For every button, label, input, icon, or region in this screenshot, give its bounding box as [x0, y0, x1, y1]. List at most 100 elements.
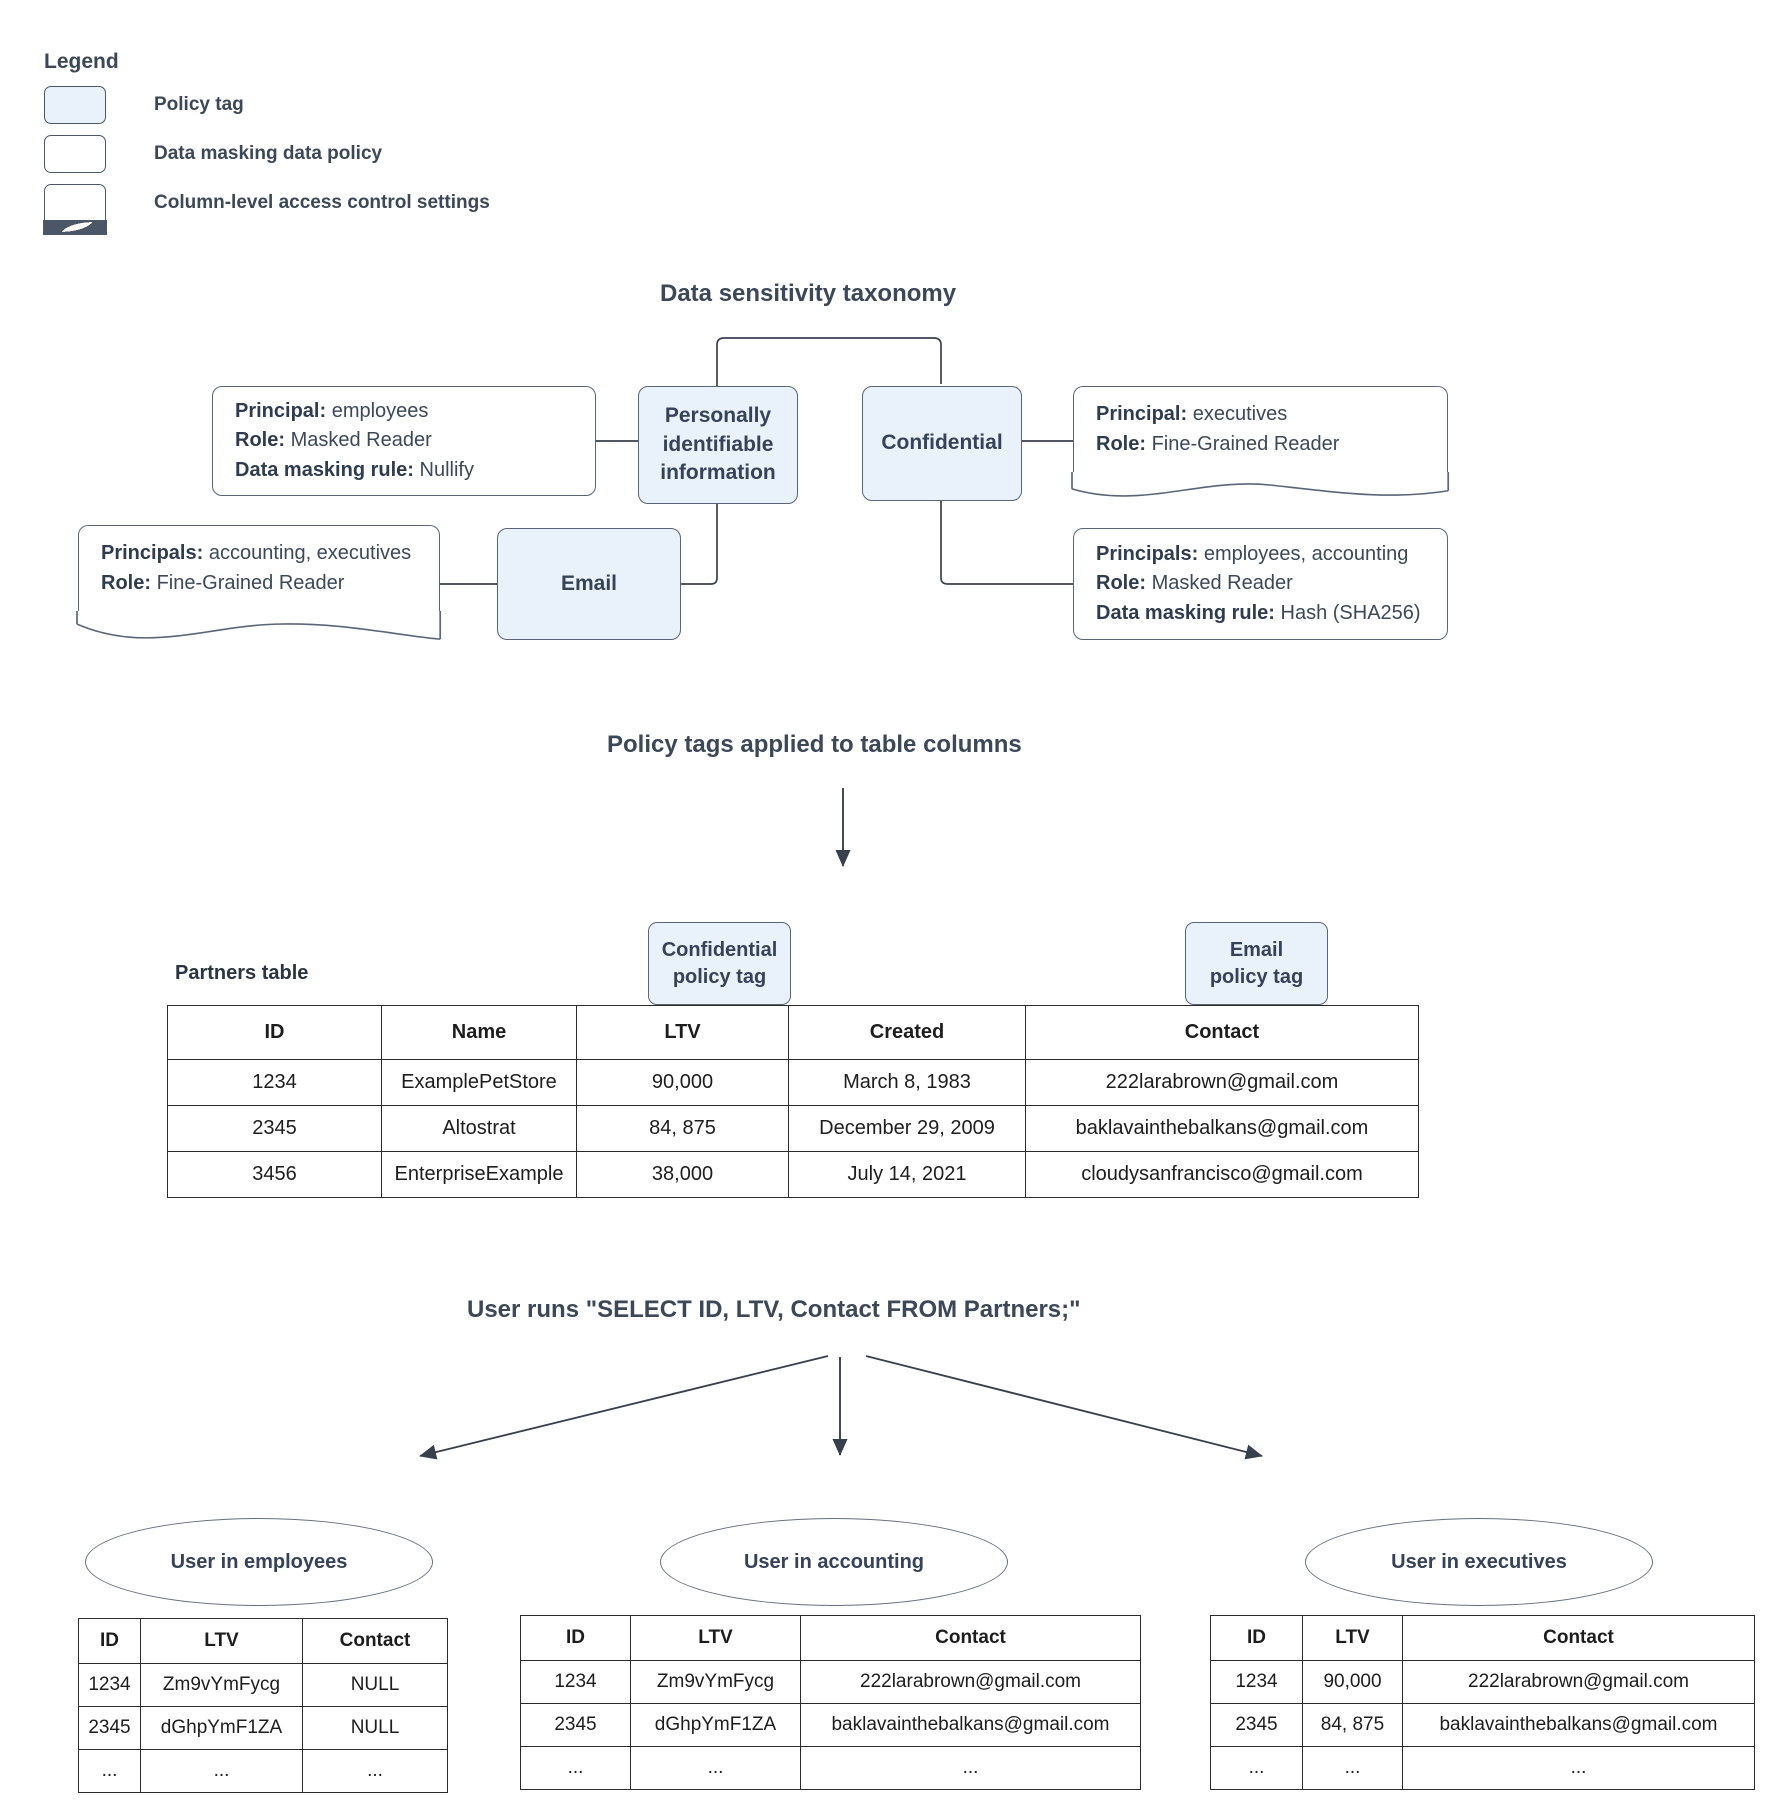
role-node-executives[interactable]: User in executives	[1305, 1518, 1653, 1606]
policy-box-pii-masking: Principal: employees Role: Masked Reader…	[212, 386, 596, 496]
cell-ltv: ...	[140, 1749, 303, 1793]
policy-box-confidential-masking-text: Principals: employees, accounting Role: …	[1096, 542, 1421, 624]
cell-contact: ...	[800, 1746, 1141, 1790]
table-row: 2345 Altostrat 84, 875 December 29, 2009…	[167, 1105, 1419, 1152]
policy-box-pii-masking-text: Principal: employees Role: Masked Reader…	[235, 399, 474, 481]
principal-value: accounting, executives	[208, 542, 412, 565]
table-row: 1234 Zm9vYmFycg NULL	[78, 1663, 448, 1707]
policy-tag-email[interactable]: Email	[497, 528, 681, 640]
cell-contact: 222larabrown@gmail.com	[1025, 1059, 1419, 1106]
policy-tag-pii-label: Personally identifiable information	[660, 404, 776, 485]
role-node-employees[interactable]: User in employees	[85, 1518, 433, 1606]
cell-id: 1234	[520, 1660, 631, 1704]
cell-ltv: 38,000	[576, 1151, 789, 1198]
role-label: Role	[1096, 432, 1140, 455]
cell-ltv: 90,000	[576, 1059, 789, 1106]
cell-name: Altostrat	[381, 1105, 577, 1152]
data-masking-swatch-icon	[44, 135, 106, 173]
taxonomy-section-title: Data sensitivity taxonomy	[660, 280, 957, 307]
table-row: 2345 dGhpYmF1ZA baklavainthebalkans@gmai…	[520, 1703, 1141, 1747]
column-header-contact: Contact	[1025, 1005, 1419, 1060]
column-header-ltv: LTV	[140, 1618, 303, 1664]
cell-id: ...	[78, 1749, 141, 1793]
cell-contact: baklavainthebalkans@gmail.com	[1402, 1703, 1755, 1747]
column-header-id: ID	[1210, 1615, 1303, 1661]
cell-id: 1234	[1210, 1660, 1303, 1704]
result-table-executives: ID LTV Contact 1234 90,000 222larabrown@…	[1210, 1615, 1755, 1790]
cell-created: December 29, 2009	[788, 1105, 1026, 1152]
cell-ltv: dGhpYmF1ZA	[630, 1703, 801, 1747]
column-header-contact: Contact	[800, 1615, 1141, 1661]
cell-ltv: 84, 875	[1302, 1703, 1403, 1747]
cell-id: ...	[1210, 1746, 1303, 1790]
table-row: ... ... ...	[520, 1746, 1141, 1790]
cell-name: EnterpriseExample	[381, 1151, 577, 1198]
role-value: Masked Reader	[1151, 572, 1293, 595]
table-row: 1234 Zm9vYmFycg 222larabrown@gmail.com	[520, 1660, 1141, 1704]
cell-id: 3456	[167, 1151, 382, 1198]
cell-contact: baklavainthebalkans@gmail.com	[800, 1703, 1141, 1747]
table-row: ... ... ...	[1210, 1746, 1755, 1790]
result-table-employees: ID LTV Contact 1234 Zm9vYmFycg NULL 2345…	[78, 1618, 448, 1793]
role-value: Masked Reader	[290, 429, 432, 452]
role-node-accounting[interactable]: User in accounting	[660, 1518, 1008, 1606]
principal-label: Principals:	[1096, 542, 1199, 565]
masking-rule-value: Nullify	[419, 458, 474, 481]
role-value: Fine-Grained Reader	[1151, 432, 1340, 455]
cell-id: 2345	[520, 1703, 631, 1747]
principal-label: Principals:	[101, 542, 204, 565]
role-node-accounting-label: User in accounting	[743, 1550, 925, 1573]
cell-created: July 14, 2021	[788, 1151, 1026, 1198]
principal-value: employees, accounting	[1203, 542, 1409, 565]
access-box-email-text: Principals: accounting, executives Role:…	[101, 542, 412, 594]
role-label: Role	[101, 571, 145, 594]
table-header-row: ID Name LTV Created Contact	[167, 1005, 1419, 1060]
cell-ltv: Zm9vYmFycg	[140, 1663, 303, 1707]
policy-tag-confidential[interactable]: Confidential	[862, 386, 1022, 501]
cell-ltv: Zm9vYmFycg	[630, 1660, 801, 1704]
legend-item-policy-tag: Policy tag	[44, 84, 490, 126]
partners-table-caption: Partners table	[175, 962, 309, 984]
access-box-confidential: Principal: executives Role: Fine-Grained…	[1071, 386, 1450, 497]
table-header-row: ID LTV Contact	[1210, 1615, 1755, 1661]
legend-item-column-access: Column-level access control settings	[43, 182, 490, 235]
cell-contact: baklavainthebalkans@gmail.com	[1025, 1105, 1419, 1152]
cell-contact: NULL	[302, 1706, 448, 1750]
cell-ltv: 90,000	[1302, 1660, 1403, 1704]
cell-created: March 8, 1983	[788, 1059, 1026, 1106]
table-row: 1234 90,000 222larabrown@gmail.com	[1210, 1660, 1755, 1704]
cell-id: 1234	[167, 1059, 382, 1106]
legend: Legend Policy tag Data masking data poli…	[43, 50, 490, 235]
arrow-to-employees	[419, 1355, 829, 1460]
role-node-executives-label: User in executives	[1391, 1550, 1567, 1573]
policy-tag-pii[interactable]: Personally identifiable information	[638, 386, 798, 504]
table-row: 1234 ExamplePetStore 90,000 March 8, 198…	[167, 1059, 1419, 1106]
masking-rule-label: Data masking rule:	[1096, 601, 1275, 624]
cell-ltv: ...	[1302, 1746, 1403, 1790]
principal-label: Principal:	[1096, 403, 1188, 426]
wavy-edge-icon	[1071, 472, 1450, 497]
policy-tag-confidential-label: Confidential	[881, 431, 1003, 455]
column-header-name: Name	[381, 1005, 577, 1060]
principal-value: employees	[331, 399, 429, 422]
masking-rule-label: Data masking rule:	[235, 458, 414, 481]
arrow-to-executives	[865, 1355, 1263, 1460]
column-header-id: ID	[78, 1618, 141, 1664]
partners-table: ID Name LTV Created Contact 1234 Example…	[167, 1005, 1419, 1198]
table-header-row: ID LTV Contact	[78, 1618, 448, 1664]
role-label: Role	[235, 429, 279, 452]
column-header-id: ID	[520, 1615, 631, 1661]
legend-item-label: Column-level access control settings	[154, 192, 490, 213]
access-box-email: Principals: accounting, executives Role:…	[76, 525, 442, 640]
column-header-ltv: LTV	[630, 1615, 801, 1661]
cell-ltv: dGhpYmF1ZA	[140, 1706, 303, 1750]
legend-title: Legend	[44, 50, 119, 73]
legend-item-data-masking: Data masking data policy	[44, 133, 490, 175]
cell-contact: ...	[302, 1749, 448, 1793]
column-header-ltv: LTV	[1302, 1615, 1403, 1661]
cell-ltv: ...	[630, 1746, 801, 1790]
